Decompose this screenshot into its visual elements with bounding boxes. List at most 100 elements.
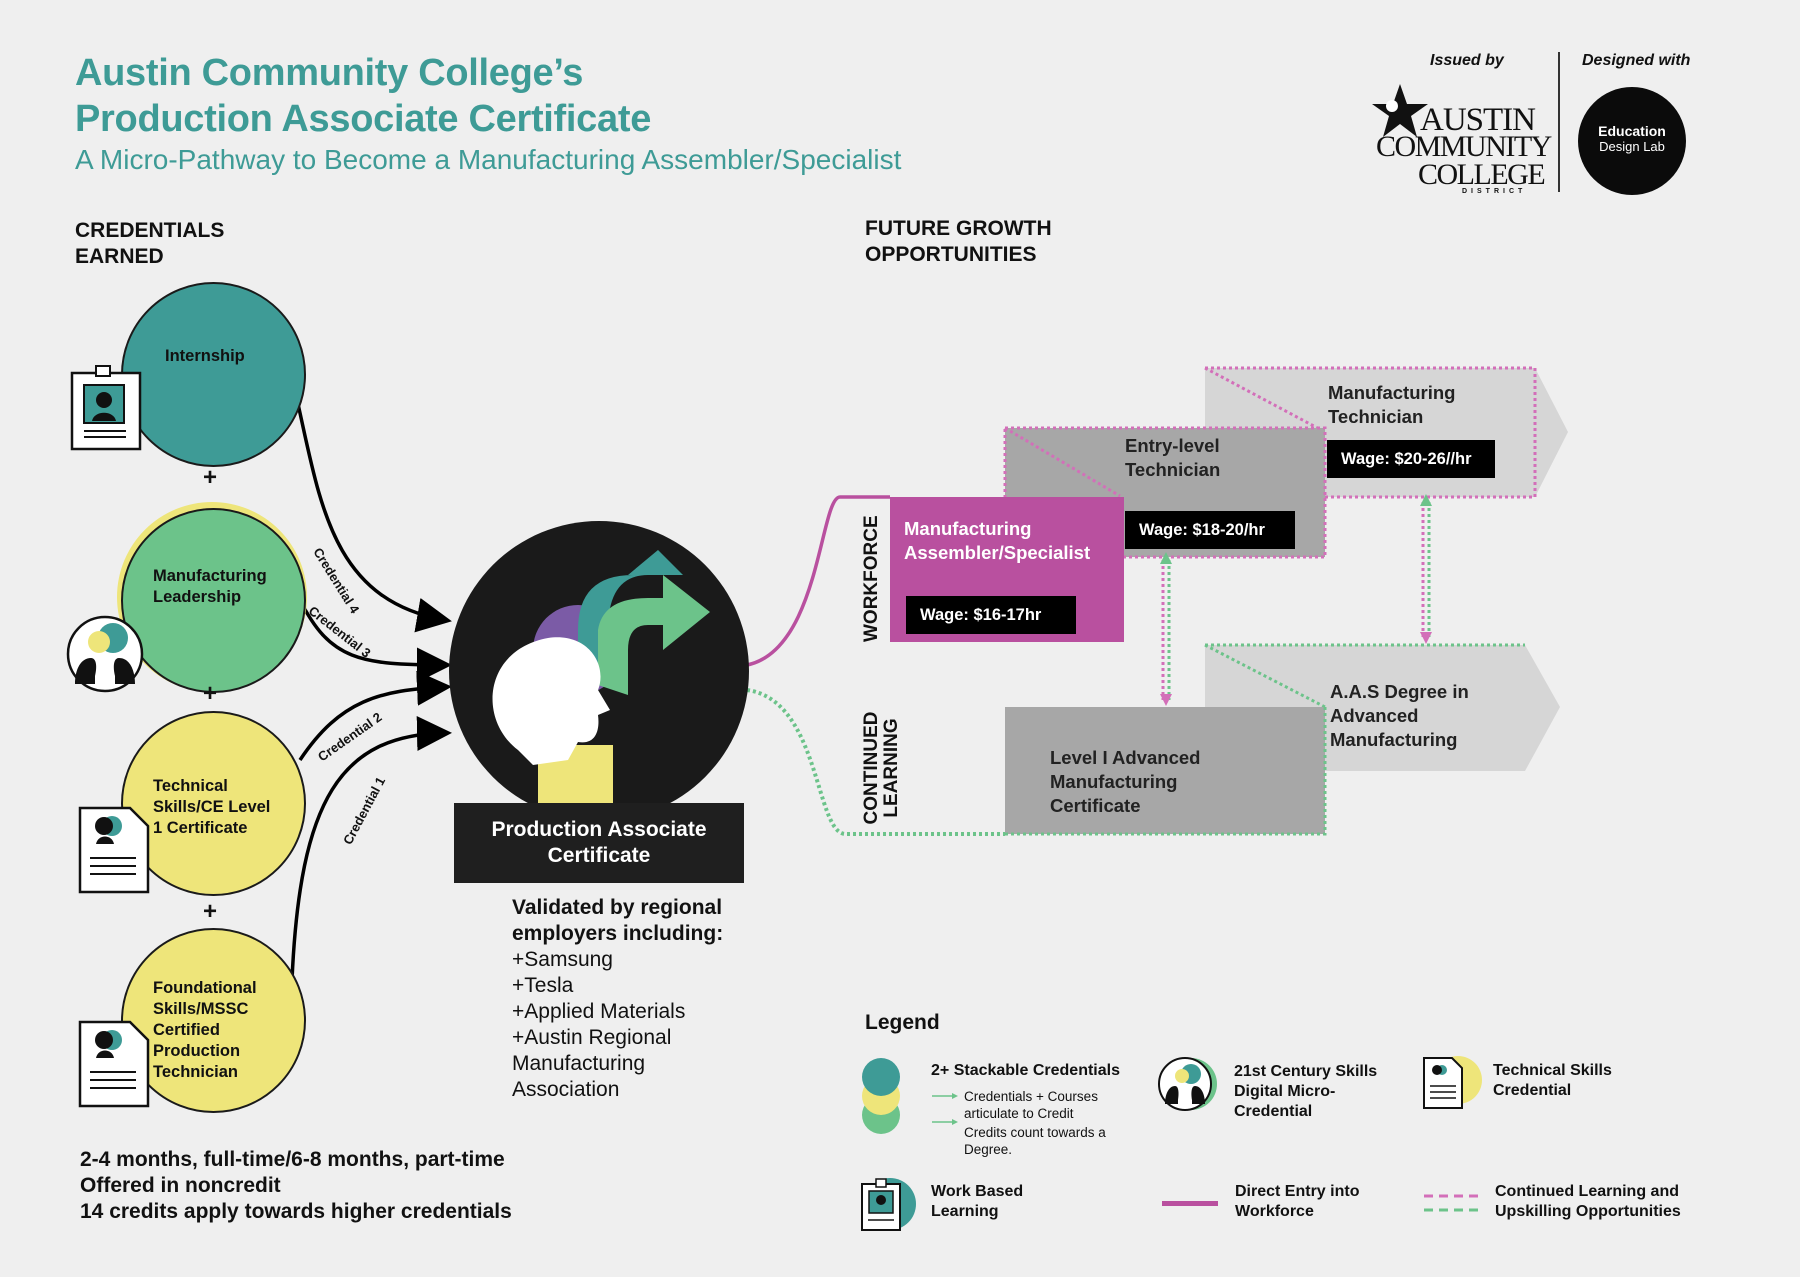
page-title-line2: Production Associate Certificate xyxy=(75,98,652,140)
learning-title-level1: Level I Advanced Manufacturing Certifica… xyxy=(1050,746,1200,818)
job-title-line1: Manufacturing xyxy=(904,518,1032,539)
edge-credential-1 xyxy=(290,716,452,981)
validated-line1: Validated by regional xyxy=(512,896,723,919)
employer-item: +Austin Regional xyxy=(512,1026,672,1049)
employer-item: +Tesla xyxy=(512,974,574,997)
workforce-line xyxy=(746,495,890,667)
employer-item: Manufacturing xyxy=(512,1052,646,1075)
certificate-illustration xyxy=(449,521,749,822)
education-design-lab-logo: Education Design Lab xyxy=(1578,87,1686,195)
edl-logo-line2: Design Lab xyxy=(1599,139,1665,154)
legend-title: Legend xyxy=(865,1011,940,1034)
credential-circle-foundational xyxy=(121,928,306,1113)
legend-line: Credential xyxy=(1234,1103,1313,1120)
wage-badge-assembler: Wage: $16-17hr xyxy=(906,596,1076,634)
legend-note-line: Credentials + Courses xyxy=(964,1089,1098,1104)
wage-badge-entry-level: Wage: $18-20/hr xyxy=(1125,511,1295,549)
acc-logo: AUSTIN COMMUNITY COLLEGE DISTRICT xyxy=(1370,82,1552,197)
legend-line: 21st Century Skills xyxy=(1234,1063,1378,1080)
learning-line3: Manufacturing xyxy=(1330,729,1458,750)
growth-heading-line2: OPPORTUNITIES xyxy=(865,243,1037,266)
continued-learning-line-icon xyxy=(1424,1194,1480,1212)
designed-with-label: Designed with xyxy=(1582,52,1691,69)
page-subtitle: A Micro-Pathway to Become a Manufacturin… xyxy=(75,144,902,175)
plus-sign: + xyxy=(203,680,218,707)
legend-arrows xyxy=(932,1093,958,1125)
legend-note-line: Degree. xyxy=(964,1142,1013,1157)
plus-sign: + xyxy=(203,898,218,925)
legend-line: Credential xyxy=(1493,1082,1572,1099)
edge-credential-3 xyxy=(298,599,452,683)
legend-stackable-note2: Credits count towards a Degree. xyxy=(964,1124,1106,1158)
footer-credits: 14 credits apply towards higher credenti… xyxy=(80,1200,512,1223)
technical-skills-credential-icon xyxy=(78,1020,150,1108)
learning-title-aas: A.A.S Degree in Advanced Manufacturing xyxy=(1330,680,1469,752)
learning-line1: A.A.S Degree in xyxy=(1330,681,1469,702)
logo-divider xyxy=(1558,52,1560,192)
acc-logo-line4: DISTRICT xyxy=(1462,188,1527,195)
legend-continued-learning: Continued Learning and Upskilling Opport… xyxy=(1495,1182,1681,1222)
employer-item: +Applied Materials xyxy=(512,1000,686,1023)
legend-21st-century: 21st Century Skills Digital Micro- Crede… xyxy=(1234,1062,1377,1122)
work-based-learning-icon xyxy=(861,1178,916,1231)
legend-line: Digital Micro- xyxy=(1234,1083,1336,1100)
credential-circle-internship xyxy=(121,282,306,467)
legend-stackable: 2+ Stackable Credentials xyxy=(931,1062,1120,1079)
learning-line3: Certificate xyxy=(1050,795,1141,816)
issued-by-label: Issued by xyxy=(1430,52,1504,69)
job-title-line2: Assembler/Specialist xyxy=(904,542,1091,563)
legend-line: Workforce xyxy=(1235,1203,1314,1220)
21st-century-skills-icon xyxy=(66,615,144,693)
job-title-manufacturing-technician: Manufacturing Technician xyxy=(1328,381,1455,429)
acc-logo-line2: COMMUNITY xyxy=(1376,130,1552,163)
acc-logo-line3: COLLEGE xyxy=(1418,158,1546,191)
wage-badge-manufacturing-technician: Wage: $20-26//hr xyxy=(1327,440,1495,478)
credential-label-leadership: Manufacturing Leadership xyxy=(153,567,267,606)
learning-line1: Level I Advanced xyxy=(1050,747,1201,768)
legend-line: Technical Skills xyxy=(1493,1062,1612,1079)
legend-work-based-learning: Work Based Learning xyxy=(931,1182,1023,1222)
growth-heading-line1: FUTURE GROWTH xyxy=(865,217,1052,240)
workforce-label: WORKFORCE xyxy=(861,515,882,642)
job-title-assembler: Manufacturing Assembler/Specialist xyxy=(904,517,1090,565)
direct-entry-line-icon xyxy=(1162,1201,1218,1206)
employer-item: Association xyxy=(512,1078,620,1101)
acc-logo-line1: AUSTIN xyxy=(1420,102,1536,138)
credential-circle-technical xyxy=(121,711,306,896)
learning-box-level1 xyxy=(1005,707,1325,834)
legend-direct-entry: Direct Entry into Workforce xyxy=(1235,1182,1359,1222)
credentials-heading: CREDENTIALS EARNED xyxy=(75,218,224,270)
continued-label-line2: LEARNING xyxy=(881,718,902,818)
certificate-line1: Production Associate xyxy=(491,818,707,841)
footer-duration: 2-4 months, full-time/6-8 months, part-t… xyxy=(80,1148,505,1171)
page-title-line1: Austin Community College’s xyxy=(75,52,584,94)
continued-learning-label: CONTINUED LEARNING xyxy=(861,708,902,828)
job-title-entry-level: Entry-level Technician xyxy=(1125,434,1220,482)
credential-circle-leadership xyxy=(121,508,306,693)
edl-logo-line1: Education xyxy=(1598,123,1666,139)
legend-line: Direct Entry into xyxy=(1235,1183,1360,1200)
validated-by-heading: Validated by regional employers includin… xyxy=(512,895,723,947)
certificate-line2: Certificate xyxy=(547,844,651,867)
job-title-line1: Manufacturing xyxy=(1328,382,1456,403)
job-title-line2: Technician xyxy=(1328,406,1424,427)
star-icon xyxy=(1372,84,1428,137)
stackable-credentials-icon xyxy=(862,1058,900,1134)
credential-label-internship: Internship xyxy=(165,347,245,365)
credentials-heading-line2: EARNED xyxy=(75,245,164,268)
validated-line2: employers including: xyxy=(512,922,724,945)
legend-line: Upskilling Opportunities xyxy=(1495,1203,1681,1220)
production-associate-certificate-box: Production Associate Certificate xyxy=(454,803,744,883)
technical-skills-credential-icon xyxy=(1423,1056,1482,1109)
edge-credential-4 xyxy=(294,394,452,633)
legend-line: Continued Learning and xyxy=(1495,1183,1679,1200)
credential-label-technical: Technical Skills/CE Level 1 Certificate xyxy=(153,777,271,837)
legend-note-line: Credits count towards a xyxy=(964,1125,1106,1140)
credential-label-foundational: Foundational Skills/MSSC Certified Produ… xyxy=(153,979,257,1081)
21st-century-skills-icon xyxy=(1158,1057,1217,1111)
legend-note-line: articulate to Credit xyxy=(964,1106,1074,1121)
plus-sign: + xyxy=(203,464,218,491)
edge-credential-2 xyxy=(298,670,452,761)
